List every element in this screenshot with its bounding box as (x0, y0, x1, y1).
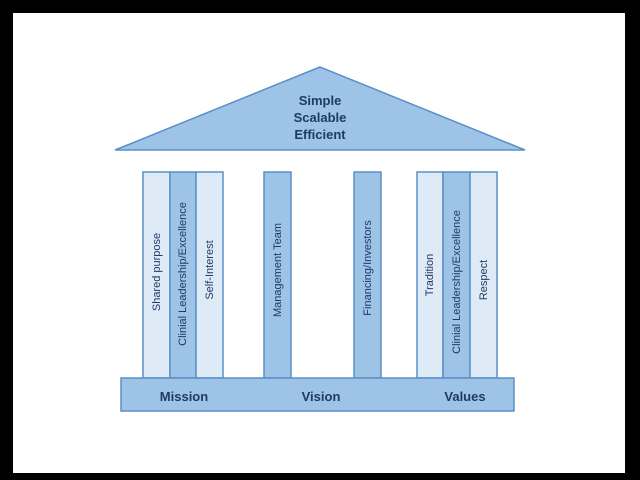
column-financing-investors (353, 171, 382, 379)
base-platform (120, 377, 515, 412)
column-label-self-interest: Self-Interest (204, 240, 216, 299)
column-label-financing-investors: Financing/Investors (362, 220, 374, 316)
column-respect (469, 171, 498, 379)
roof-triangle (114, 66, 526, 151)
column-label-tradition: Tradition (424, 254, 436, 296)
column-label-clinical-leadership-2: Clinial Leadership/Excellence (451, 210, 463, 354)
column-label-clinical-leadership-1: Clinial Leadership/Excellence (177, 202, 189, 346)
column-label-management-team: Management Team (272, 223, 284, 317)
column-self-interest (195, 171, 224, 379)
column-label-respect: Respect (478, 260, 490, 300)
roof-line-1: Simple (299, 93, 342, 108)
column-label-shared-purpose: Shared purpose (151, 233, 163, 311)
base-label-values: Values (444, 389, 485, 404)
roof-line-2: Scalable (294, 110, 347, 125)
column-clinical-leadership-2 (442, 171, 471, 379)
column-management-team (263, 171, 292, 379)
base-label-vision: Vision (302, 389, 341, 404)
roof-line-3: Efficient (294, 127, 346, 142)
base-label-mission: Mission (160, 389, 208, 404)
